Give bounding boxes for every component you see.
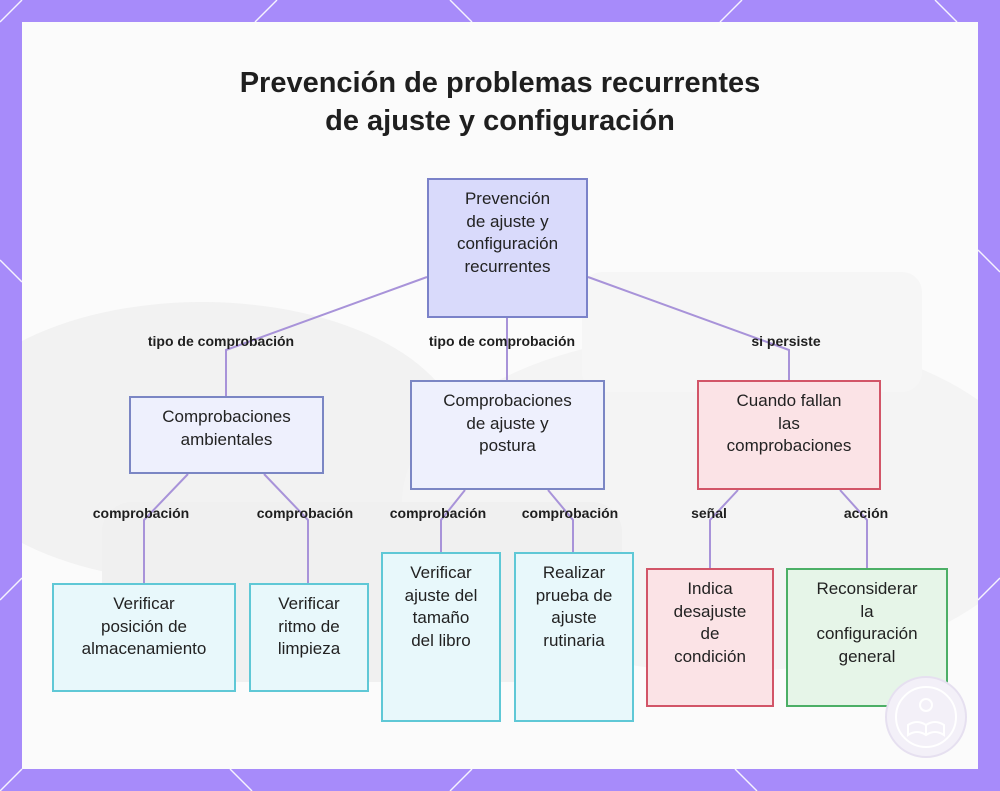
node-verify-storage: Verificar posición de almacenamiento xyxy=(52,583,236,692)
edge-label-root-fit: tipo de comprobación xyxy=(428,333,576,349)
node-root: Prevención de ajuste y configuración rec… xyxy=(427,178,588,318)
node-routine-fit-test: Realizar prueba de ajuste rutinaria xyxy=(514,552,634,722)
edge-label-fail-reconsider: acción xyxy=(843,505,889,521)
edge-fail-indicates xyxy=(709,489,739,568)
node-indicates-mismatch: Indica desajuste de condición xyxy=(646,568,774,707)
edge-fit-booksize xyxy=(440,489,466,552)
edge-fit-routine xyxy=(547,489,574,552)
edge-label-root-env: tipo de comprobación xyxy=(147,333,295,349)
title-line-1: Prevención de problemas recurrentes xyxy=(239,67,761,99)
edge-fail-reconsider xyxy=(839,489,868,568)
title-line-2: de ajuste y configuración xyxy=(325,105,675,137)
node-fit-posture-checks: Comprobaciones de ajuste y postura xyxy=(410,380,605,490)
node-verify-book-size: Verificar ajuste del tamaño del libro xyxy=(381,552,501,722)
book-reader-icon xyxy=(885,676,967,758)
edge-label-env-storage: comprobación xyxy=(92,505,190,521)
edge-env-cleaning xyxy=(263,473,309,583)
edge-root-fail xyxy=(587,276,790,380)
diagram-title: Prevención de problemas recurrentes de a… xyxy=(150,64,850,140)
edge-label-root-fail: si persiste xyxy=(751,333,821,349)
edge-label-fit-booksize: comprobación xyxy=(389,505,487,521)
edge-label-fail-indicates: señal xyxy=(691,505,727,521)
edge-root-env xyxy=(225,276,428,396)
edge-label-fit-routine: comprobación xyxy=(521,505,619,521)
edge-env-storage xyxy=(143,473,189,583)
node-environmental-checks: Comprobaciones ambientales xyxy=(129,396,324,474)
node-when-checks-fail: Cuando fallan las comprobaciones xyxy=(697,380,881,490)
node-verify-cleaning: Verificar ritmo de limpieza xyxy=(249,583,369,692)
edge-label-env-cleaning: comprobación xyxy=(256,505,354,521)
